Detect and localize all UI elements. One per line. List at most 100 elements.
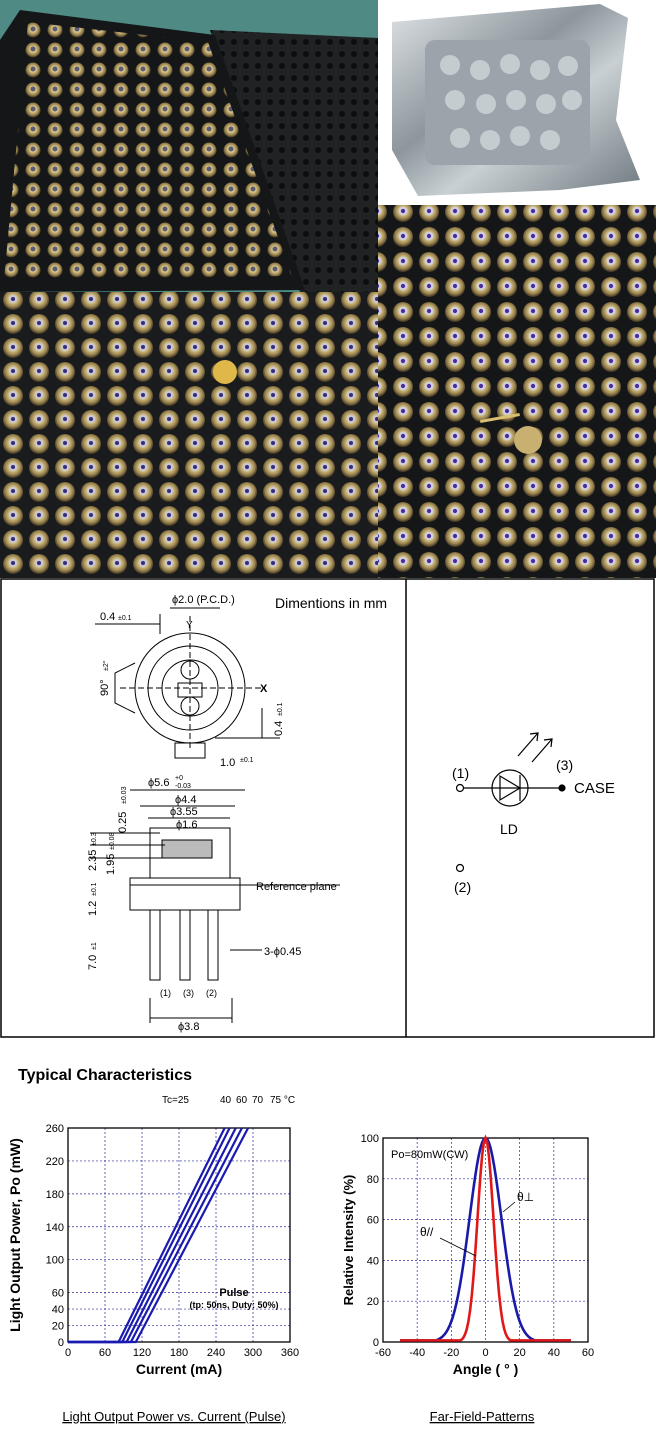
angle-label: 90° [99,679,111,696]
series-label-perp: θ⊥ [517,1190,534,1204]
dim-1-0: 1.0 [220,757,235,769]
series-label-parallel: θ// [420,1225,434,1239]
pin-3-label: (3) [183,988,194,998]
x-axis-label: Angle ( ° ) [453,1361,518,1377]
y-tick-label: 80 [367,1174,379,1186]
pin-1-label: (1) [160,988,171,998]
chart2-caption: Far-Field-Patterns [430,1409,535,1424]
dim-0-4: 0.4 [100,611,115,623]
schem-pin-1: (1) [452,765,469,781]
y-tick-label: 180 [46,1189,64,1201]
legend-label-40: 40 [220,1095,232,1106]
x-axis-label: X [260,683,268,695]
series-line-parallel [400,1134,571,1342]
legend-label-70: 70 [252,1095,264,1106]
x-tick-label: -60 [375,1347,391,1359]
angle-tol: ±2° [102,660,110,671]
chart1-caption: Light Output Power vs. Current (Pulse) [62,1409,285,1424]
x-tick-label: 240 [207,1347,225,1359]
y-tick-label: 260 [46,1123,64,1135]
reference-plane-label: Reference plane [256,881,337,893]
dim-1-95: 1.95 [105,854,117,875]
series-line-75 [68,1127,250,1344]
annotation-pulse: Pulse [219,1287,248,1299]
x-tick-label: 300 [244,1347,262,1359]
dim-1-95-tol: ±0.08 [109,832,116,850]
pcd-label: ϕ2.0 (P.C.D.) [172,594,235,606]
dim-phi-4-4: ϕ4.4 [175,794,196,806]
y-axis-label: Y [186,620,193,631]
dim-2-35-tol: ±0.3 [91,832,98,846]
y-tick-label: 140 [46,1222,64,1234]
package-drawing: Dimentions in mm ϕ2.0 (P.C.D.) 0.4 ±0.1 … [0,578,655,1038]
tray-closeup-photo [378,205,656,578]
dim-1-2-tol: ±0.1 [91,882,98,896]
y-tick-label: 40 [52,1304,64,1316]
legend-label-75: 75 °C [270,1095,295,1106]
typical-characteristics: Typical Characteristics 0 60 120 180 240 300 3… [0,1040,656,1440]
y-axis-label: Light Output Power, Po (mW) [7,1138,23,1332]
dim-0-4-right: 0.4 [273,721,285,736]
dim-0-4-tol: ±0.1 [118,615,132,622]
y-tick-label: 20 [52,1321,64,1333]
dim-phi-3-8: ϕ3.8 [178,1021,199,1033]
y-tick-label: 40 [367,1255,379,1267]
x-tick-label: 40 [548,1347,560,1359]
dim-7-0: 7.0 [87,955,99,970]
x-tick-label: 360 [281,1347,299,1359]
dim-phi-5-6: ϕ5.6 [148,777,169,789]
dim-2-35: 2.35 [87,850,99,871]
top-view [95,607,280,759]
y-tick-label: 0 [58,1337,64,1349]
annotation-pulse-sub: (tp: 50ns, Duty: 50%) [189,1300,278,1310]
dim-phi-5-6-tol-bot: -0.03 [175,783,191,790]
schem-ld: LD [500,821,518,837]
plot-frame [67,1127,291,1343]
annotation-po: Po=80mW(CW) [391,1149,468,1161]
schem-pin-3: (3) [556,757,573,773]
y-tick-label: 100 [361,1133,379,1145]
x-axis-label: Current (mA) [136,1361,222,1377]
y-tick-label: 60 [52,1288,64,1300]
pin-2-label: (2) [206,988,217,998]
dim-phi-3-55: ϕ3.55 [170,806,198,818]
x-tick-label: 0 [65,1347,71,1359]
x-tick-label: 0 [482,1347,488,1359]
ld-schematic [455,732,566,873]
side-view [90,789,340,1023]
x-tick-label: 20 [514,1347,526,1359]
dim-0-25-tol: ±0.03 [121,786,128,804]
dim-0-25: 0.25 [117,812,129,833]
series-leader-parallel [439,1237,477,1257]
dim-phi-5-6-tol-top: +0 [175,775,183,782]
units-label: Dimentions in mm [275,595,387,611]
tray-photo [0,0,378,292]
y-axis-label: Relative Intensity (%) [341,1175,356,1306]
schem-case: CASE [574,780,615,797]
dim-7-0-tol: ±1 [91,942,98,950]
schem-pin-2: (2) [454,879,471,895]
section-title: Typical Characteristics [18,1067,192,1084]
y-tick-label: 100 [46,1255,64,1267]
x-tick-label: 60 [582,1347,594,1359]
x-tick-label: 60 [99,1347,111,1359]
x-tick-label: 120 [133,1347,151,1359]
legend-label-60: 60 [236,1095,248,1106]
power-current-chart: 0 60 120 180 240 300 360 0 20 40 60 100 140 180 220 260… [7,1095,299,1377]
vacuum-bag-photo [378,0,656,205]
series-leader-perp [502,1201,516,1213]
tray-closeup-photo [0,292,378,578]
product-photos [0,0,656,578]
legend-label-25: Tc=25 [162,1095,189,1106]
x-tick-label: -40 [409,1347,425,1359]
x-tick-label: 180 [170,1347,188,1359]
dim-0-4-right-tol: ±0.1 [277,702,284,716]
characteristics-charts: Typical Characteristics 0 60 120 180 240 300 3… [7,1067,594,1424]
dim-1-0-tol: ±0.1 [240,757,254,764]
y-tick-label: 60 [367,1215,379,1227]
dim-leads: 3-ϕ0.45 [264,946,301,958]
x-tick-label: -20 [443,1347,459,1359]
y-tick-label: 220 [46,1156,64,1168]
y-tick-label: 20 [367,1296,379,1308]
